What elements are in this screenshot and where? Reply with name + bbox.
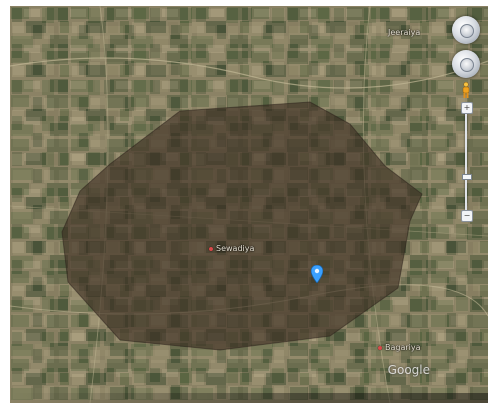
map-controls: + − bbox=[450, 10, 484, 230]
place-dot-icon bbox=[209, 246, 213, 251]
satellite-imagery bbox=[10, 6, 488, 403]
location-marker-icon[interactable] bbox=[311, 265, 323, 283]
google-watermark: Google bbox=[387, 363, 430, 377]
street-view-pegman-icon[interactable] bbox=[461, 82, 471, 98]
map-view[interactable]: Jeeraiya Sewadiya Bagariya Google + − bbox=[10, 6, 488, 403]
look-joystick-icon bbox=[460, 24, 474, 38]
place-label-sewadiya: Sewadiya bbox=[209, 244, 254, 253]
pan-control[interactable] bbox=[452, 50, 480, 78]
pan-joystick-icon bbox=[460, 58, 474, 72]
zoom-slider-thumb[interactable] bbox=[462, 174, 472, 180]
place-label-jeeraiya: Jeeraiya bbox=[388, 28, 421, 37]
zoom-in-button[interactable]: + bbox=[461, 102, 473, 114]
zoom-slider-track[interactable] bbox=[465, 106, 467, 216]
place-label-bagariya: Bagariya bbox=[378, 343, 421, 352]
coverage-region bbox=[61, 101, 423, 351]
zoom-out-button[interactable]: − bbox=[461, 210, 473, 222]
attribution-bar bbox=[10, 393, 488, 403]
place-dot-icon bbox=[378, 345, 382, 350]
look-around-control[interactable] bbox=[452, 16, 480, 44]
